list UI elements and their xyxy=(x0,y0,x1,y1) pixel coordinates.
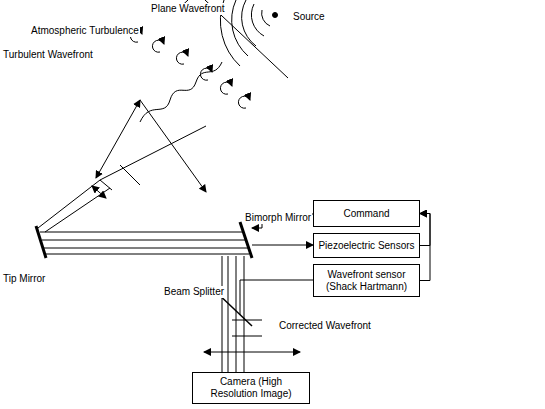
box-text: Camera (High Resolution Image) xyxy=(197,376,305,400)
camera-box: Camera (High Resolution Image) xyxy=(192,372,310,404)
part-label: Plane Wavefront xyxy=(150,3,226,15)
splitter-beam xyxy=(240,280,313,315)
beam-line xyxy=(222,256,223,372)
wavefront-arc xyxy=(242,0,256,46)
sensor-wire xyxy=(252,245,313,246)
part-label: Corrected Wavefront xyxy=(278,320,372,332)
beam-line xyxy=(38,180,100,228)
ray-line xyxy=(120,165,140,185)
signal-connector xyxy=(420,214,430,246)
tip-mirror xyxy=(36,226,46,258)
part-label: Beam Splitter xyxy=(163,286,225,298)
beam-line xyxy=(244,256,245,372)
beam-line xyxy=(236,256,237,372)
part-label: Source xyxy=(292,11,326,23)
turbulence-curl xyxy=(176,52,188,64)
beam-line xyxy=(232,320,262,321)
beam-line xyxy=(44,248,248,249)
ray-arrow xyxy=(140,100,206,192)
turbulence-curl xyxy=(238,96,250,108)
beam-line xyxy=(40,232,244,233)
ray-line xyxy=(100,126,206,180)
box-text: Piezoelectric Sensors xyxy=(318,240,414,252)
turbulence-curl xyxy=(220,82,232,94)
part-label: Tip Mirror xyxy=(2,273,46,285)
wavefront-arc xyxy=(251,4,264,36)
process-box: Piezoelectric Sensors xyxy=(313,233,420,258)
turbulence-curl xyxy=(200,68,212,80)
box-text: Command xyxy=(343,208,389,220)
process-box: Command xyxy=(313,200,420,227)
part-label: Atmospheric Turbulence xyxy=(30,25,140,37)
part-label: Turbulent Wavefront xyxy=(2,49,94,61)
source-dot xyxy=(273,13,278,18)
process-box: Wavefront sensor (Shack Hartmann) xyxy=(313,264,420,297)
lens-arrow xyxy=(92,186,106,198)
part-label: Bimorph Mirror xyxy=(244,212,312,224)
beam-line xyxy=(45,188,110,232)
turbulence-curl xyxy=(152,40,164,52)
ray-arrow xyxy=(96,100,140,178)
turbulent-wavefront xyxy=(140,62,222,122)
turbulence-curls xyxy=(130,30,250,108)
bimorph-mirror xyxy=(240,222,252,258)
signal-connector xyxy=(420,214,430,281)
beam-line xyxy=(100,180,112,190)
beam-line xyxy=(232,336,262,337)
box-text: Wavefront sensor (Shack Hartmann) xyxy=(318,269,415,293)
beam-line xyxy=(45,254,249,255)
wavefront-arc xyxy=(262,10,270,26)
beam-line xyxy=(228,256,229,372)
beam-line xyxy=(42,240,246,241)
lens-arrow xyxy=(204,352,300,353)
